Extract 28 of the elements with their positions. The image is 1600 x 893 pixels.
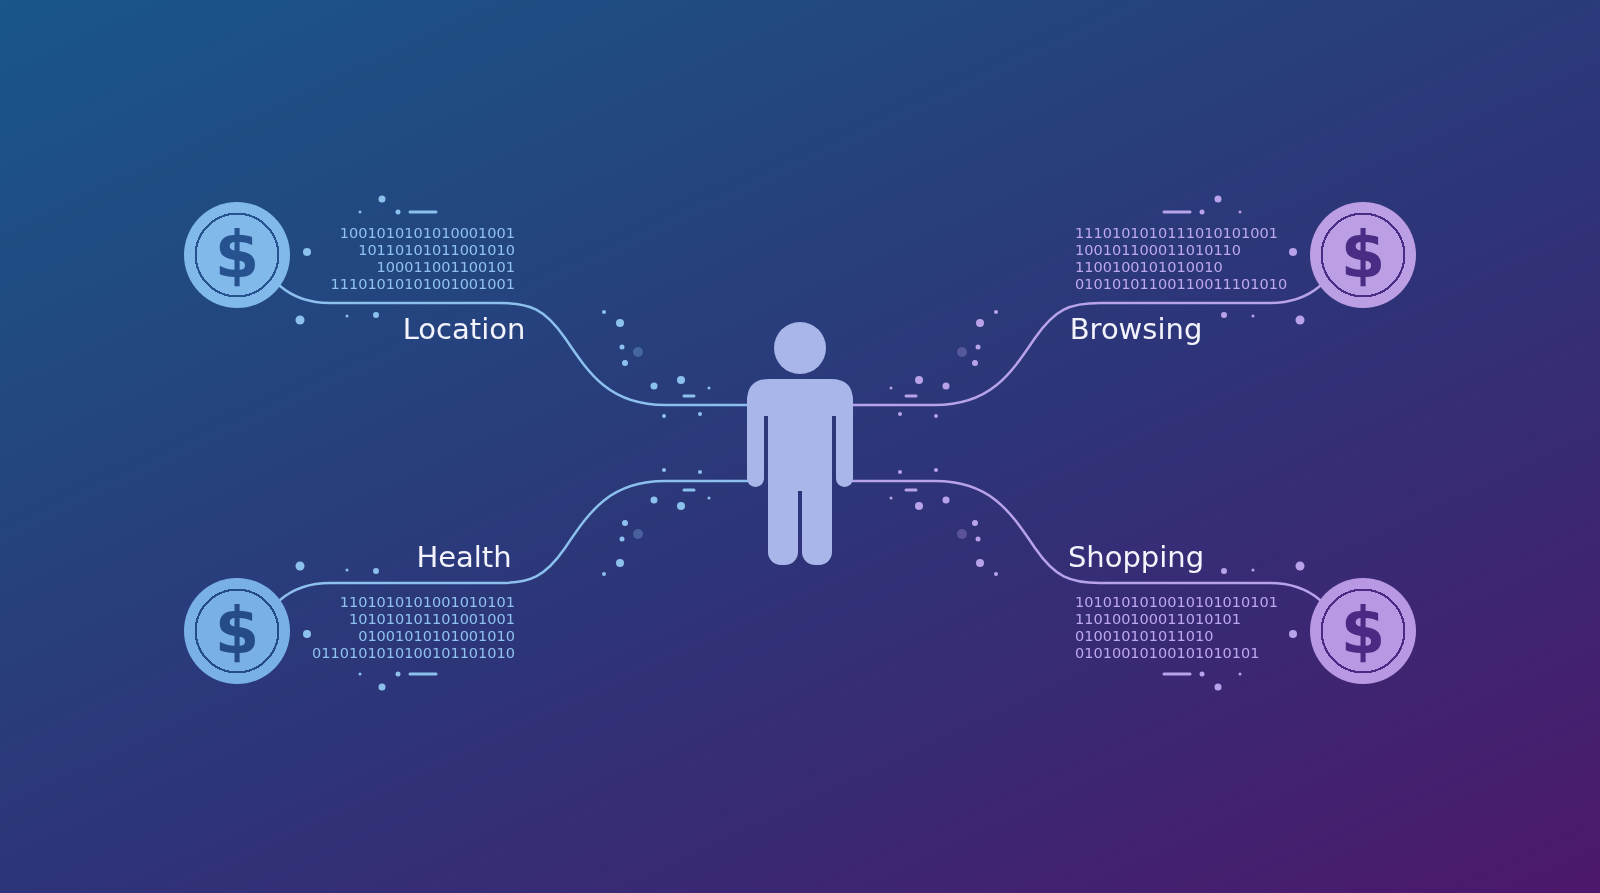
binary-text: 0110101010100101101010: [312, 644, 515, 662]
binary-text: 10110101011001010: [358, 241, 515, 259]
binary-text: 1010101010010101010101: [1075, 593, 1278, 611]
binary-text: 100101100011010110: [1075, 241, 1242, 259]
person-icon: [747, 321, 853, 565]
edge-label: Health: [416, 540, 512, 574]
binary-text: 1001010101010001001: [339, 224, 515, 242]
dollar-coin: $: [184, 202, 290, 308]
edge-label: Browsing: [1069, 312, 1203, 346]
curved-connector: [278, 479, 749, 602]
dollar-coin: $: [1310, 202, 1416, 308]
dollar-coin: $: [1310, 578, 1416, 684]
binary-text: 1100100101010010: [1075, 258, 1223, 276]
binary-text: 1101010101001010101: [339, 593, 515, 611]
curved-connector: [278, 284, 749, 407]
binary-text: 1110101010111010101001: [1075, 224, 1278, 242]
binary-text: 01010101100110011101010: [1075, 275, 1288, 293]
binary-text: 01010010100101010101: [1075, 644, 1260, 662]
binary-text: 100011001100101: [376, 258, 515, 276]
binary-text: 101010101101001001: [348, 610, 515, 628]
dollar-coin: $: [184, 578, 290, 684]
curved-connector: [851, 479, 1322, 602]
edge-label: Location: [402, 312, 526, 346]
binary-text: 110100100011010101: [1075, 610, 1242, 628]
binary-text: 01001010101001010: [358, 627, 515, 645]
binary-text: 11101010101001001001: [330, 275, 515, 293]
binary-text: 010010101011010: [1075, 627, 1214, 645]
edge-label: Shopping: [1067, 540, 1205, 574]
